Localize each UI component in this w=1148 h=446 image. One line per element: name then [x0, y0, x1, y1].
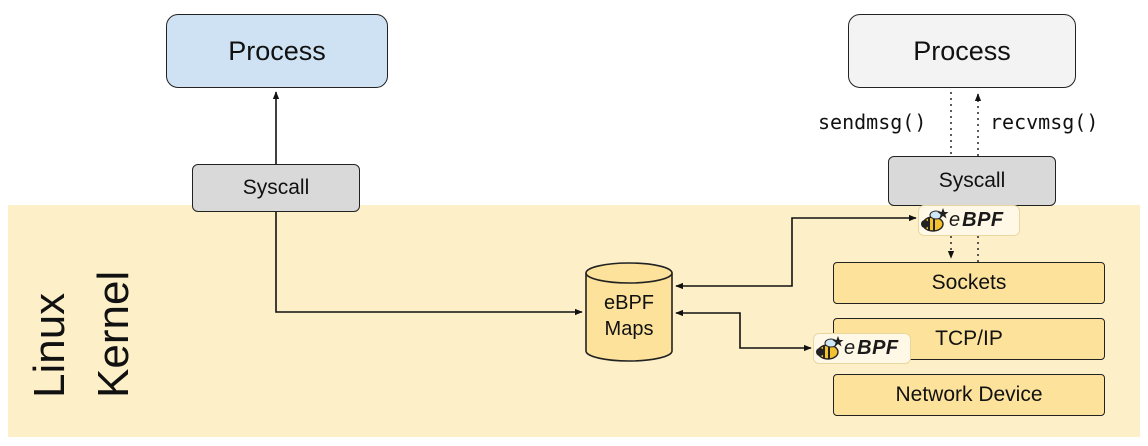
left-process-box: Process [166, 14, 388, 88]
left-syscall-to-maps-arrow [275, 212, 583, 316]
ebpf-maps-label: eBPF Maps [603, 292, 655, 340]
ebpf-badge-label: BPF [857, 337, 899, 359]
sockets-layer: Sockets [833, 262, 1105, 304]
recvmsg-label: recvmsg() [990, 110, 1099, 134]
ebpf-badge-label: BPF [962, 209, 1004, 231]
maps-to-syscall-ebpf-arrow [675, 214, 917, 290]
sendmsg-label: sendmsg() [818, 110, 927, 134]
right-process-box: Process [848, 14, 1076, 88]
network-device-layer: Network Device [833, 374, 1105, 416]
bee-icon [816, 335, 844, 360]
maps-to-tcpip-ebpf-arrow [675, 309, 812, 352]
left-syscall-box: Syscall [192, 164, 360, 212]
bee-icon [921, 207, 949, 232]
ebpf-maps-cylinder [585, 262, 673, 362]
right-syscall-box: Syscall [888, 156, 1056, 206]
